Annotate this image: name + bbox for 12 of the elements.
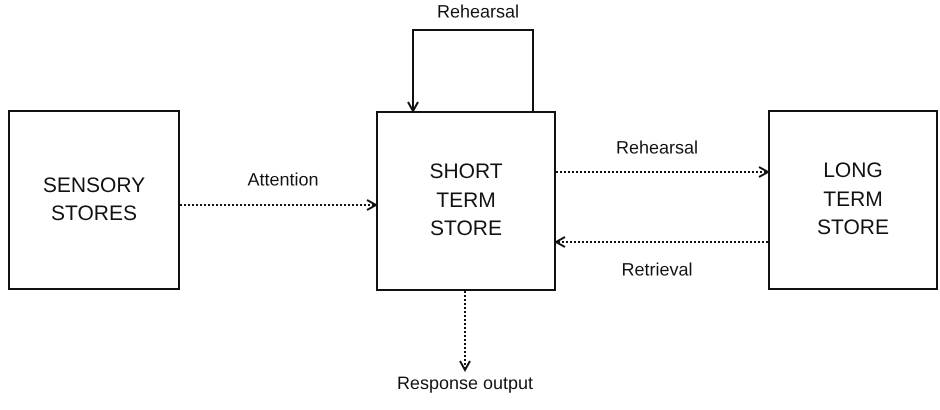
store-box: [768, 110, 938, 290]
store-box: [8, 110, 180, 290]
dotted-arrow: [556, 166, 769, 178]
dotted-arrow: [555, 236, 768, 248]
dotted-arrow: [180, 199, 377, 211]
store-box: [376, 111, 556, 291]
box-label: LONG TERM STORE: [816, 158, 890, 242]
box-label: SHORT TERM STORE: [428, 159, 504, 242]
dotted-arrow: [459, 291, 471, 371]
box-label: SENSORY STORES: [42, 172, 146, 227]
loop-arrow: [407, 29, 534, 112]
output-label: Response output: [396, 372, 534, 395]
